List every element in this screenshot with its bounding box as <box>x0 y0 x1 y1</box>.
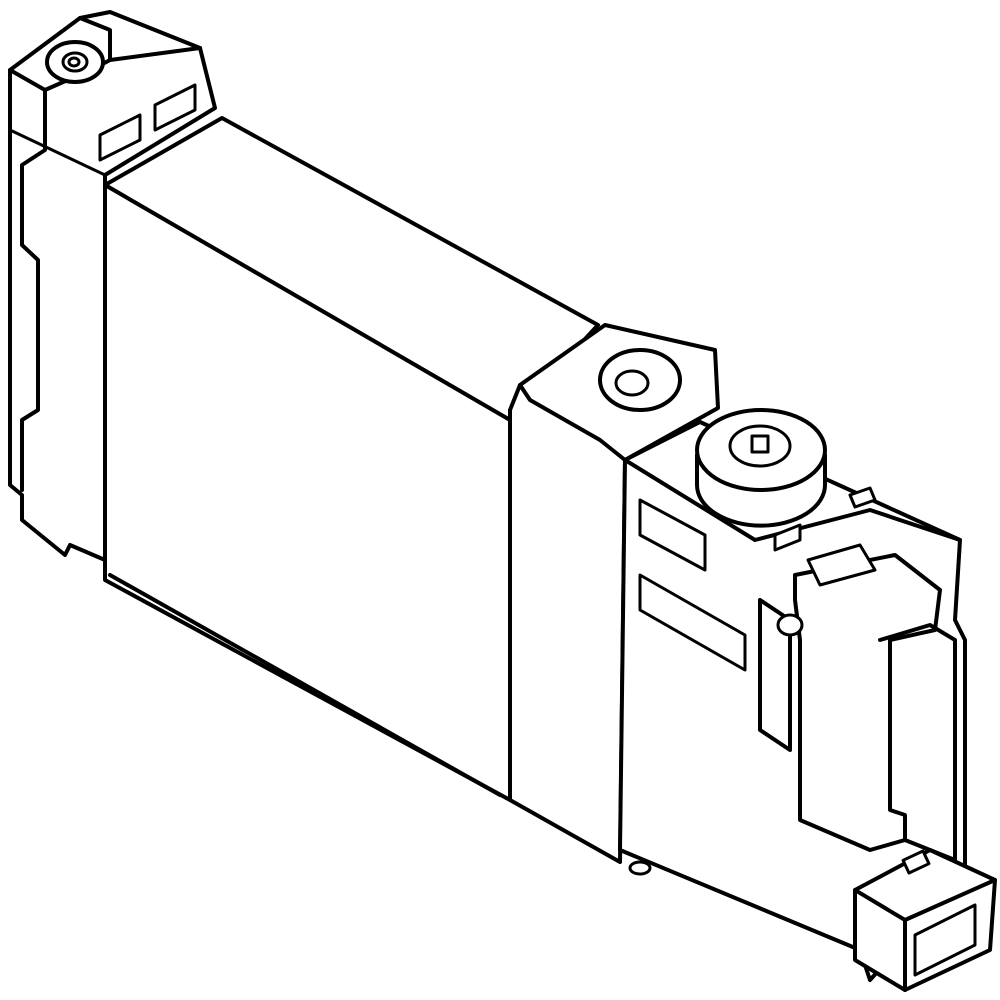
solenoid-coil-housing <box>618 420 967 982</box>
manual-override <box>695 408 827 528</box>
main-valve-body <box>103 116 600 802</box>
electrical-connector <box>853 848 997 992</box>
middle-block <box>508 323 720 876</box>
mounting-screw <box>67 56 81 68</box>
